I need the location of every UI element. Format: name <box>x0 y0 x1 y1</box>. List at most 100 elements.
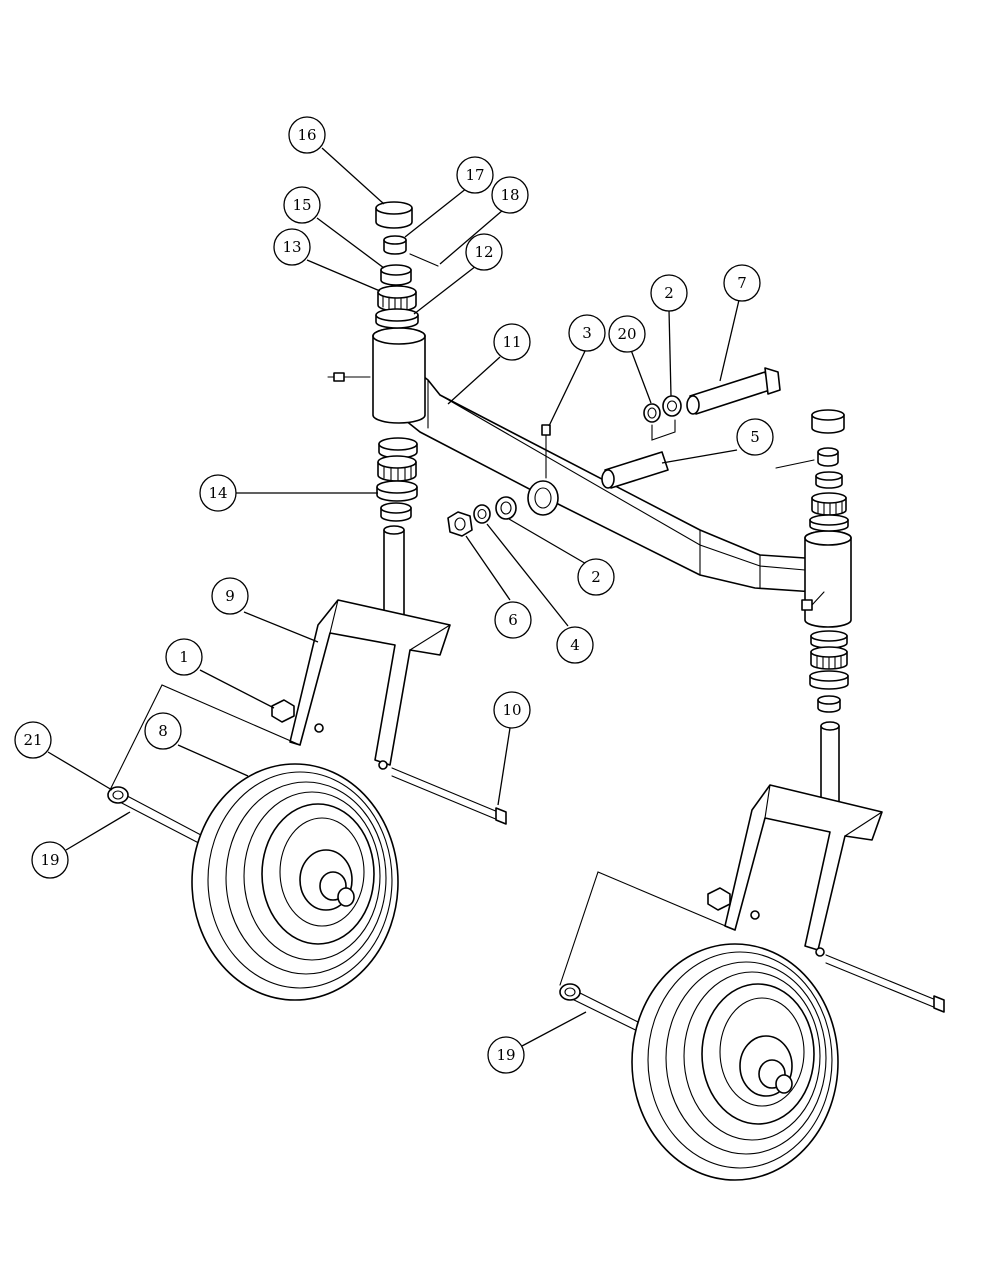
washer-15 <box>380 264 412 286</box>
right-locknut <box>707 887 731 911</box>
svg-text:5: 5 <box>750 428 760 446</box>
svg-text:21: 21 <box>23 731 42 749</box>
callout-3: 3 <box>568 314 606 352</box>
callout-9: 9 <box>211 577 249 615</box>
callout-10: 10 <box>493 691 531 729</box>
left-grease-fitting <box>327 372 371 382</box>
svg-text:17: 17 <box>465 166 484 184</box>
svg-text:10: 10 <box>502 701 521 719</box>
svg-text:15: 15 <box>292 196 311 214</box>
leader-19a <box>65 811 131 851</box>
callout-4: 4 <box>556 626 594 664</box>
leader-17 <box>404 187 468 238</box>
leader-12 <box>413 265 477 315</box>
leader-18 <box>439 209 504 265</box>
callouts: 16 17 18 15 13 12 11 3 20 2 7 5 14 2 6 4… <box>14 116 774 1074</box>
nut-6 <box>447 511 473 537</box>
right-washer-21 <box>559 983 581 1001</box>
svg-text:18: 18 <box>500 186 519 204</box>
svg-text:16: 16 <box>297 126 316 144</box>
right-upper-bearing <box>809 492 849 532</box>
left-wheel-8 <box>191 763 399 1001</box>
svg-text:13: 13 <box>282 238 301 256</box>
callout-7: 7 <box>723 264 761 302</box>
right-lower-bearing-stack <box>809 630 849 713</box>
leader-11 <box>447 356 501 405</box>
leader-5 <box>661 449 738 464</box>
leader-2b <box>508 518 589 566</box>
leader-1 <box>199 669 275 709</box>
axle-bracket-line <box>109 684 301 791</box>
locknut-1 <box>271 699 295 723</box>
leader-19b <box>521 1011 587 1047</box>
svg-text:19: 19 <box>40 851 59 869</box>
callout-19-left: 19 <box>31 841 69 879</box>
assembly-bracket-line <box>651 419 676 441</box>
left-spindle-housing <box>372 327 426 424</box>
callout-18: 18 <box>491 176 529 214</box>
svg-text:7: 7 <box>737 274 747 292</box>
leader-15 <box>316 217 385 269</box>
leader-16 <box>321 147 385 205</box>
right-cotter-pin <box>775 459 815 469</box>
right-grease-fitting <box>801 591 825 611</box>
leader-7 <box>719 299 740 382</box>
washer-20 <box>643 403 661 423</box>
right-wheel <box>631 943 839 1181</box>
lower-bearing-stack-14 <box>376 437 418 522</box>
washer-21 <box>107 786 129 804</box>
axle-beam <box>377 365 816 593</box>
callout-15: 15 <box>283 186 321 224</box>
svg-text:2: 2 <box>591 568 601 586</box>
right-caster-shaft <box>820 721 840 803</box>
callout-14: 14 <box>199 474 237 512</box>
leader-4 <box>486 523 569 627</box>
leader-3 <box>548 348 587 427</box>
leader-lines <box>47 147 740 1047</box>
washer-4 <box>473 504 491 524</box>
callout-20: 20 <box>608 315 646 353</box>
svg-text:12: 12 <box>474 243 493 261</box>
bolt-10 <box>391 767 507 825</box>
grease-fitting-3 <box>541 424 551 479</box>
leader-9 <box>243 611 319 643</box>
callout-12: 12 <box>465 233 503 271</box>
leader-6 <box>465 535 511 601</box>
pivot-pin-7 <box>686 367 781 415</box>
svg-text:11: 11 <box>502 333 521 351</box>
castle-nut-17 <box>383 235 407 255</box>
leader-8 <box>177 744 249 777</box>
washer-2-lower <box>495 496 517 520</box>
svg-text:8: 8 <box>158 722 168 740</box>
cotter-pin-18 <box>409 253 439 267</box>
callout-1: 1 <box>165 638 203 676</box>
bearing-cup-12 <box>375 308 419 329</box>
callout-8: 8 <box>144 712 182 750</box>
washer-2-upper <box>662 395 682 417</box>
svg-text:4: 4 <box>570 636 580 654</box>
callout-13: 13 <box>273 228 311 266</box>
callout-2-upper: 2 <box>650 274 688 312</box>
leader-13 <box>306 259 381 292</box>
svg-text:2: 2 <box>664 284 674 302</box>
dust-cap-16 <box>375 201 413 229</box>
callout-21: 21 <box>14 721 52 759</box>
bearing-13 <box>377 285 417 312</box>
svg-text:3: 3 <box>582 324 592 342</box>
callout-17: 17 <box>456 156 494 194</box>
right-caster-fork <box>724 784 883 957</box>
leader-20 <box>630 349 652 404</box>
leader-21 <box>47 751 113 791</box>
callout-6: 6 <box>494 601 532 639</box>
right-axle-bracket-line <box>559 871 736 986</box>
right-castle-nut <box>817 447 839 467</box>
callout-5: 5 <box>736 418 774 456</box>
svg-text:6: 6 <box>508 611 518 629</box>
callout-2-lower: 2 <box>577 558 615 596</box>
svg-text:9: 9 <box>225 587 235 605</box>
callout-19-right: 19 <box>487 1036 525 1074</box>
left-caster-fork-9 <box>289 599 451 770</box>
sleeve-5 <box>601 451 669 489</box>
callout-16: 16 <box>288 116 326 154</box>
